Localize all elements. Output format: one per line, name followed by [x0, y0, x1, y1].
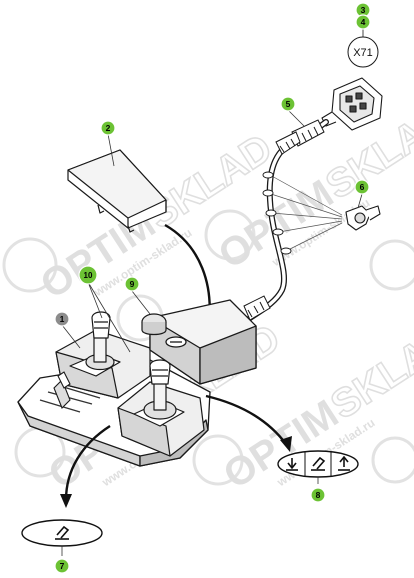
callout-badge [310, 487, 326, 503]
callout-badge [54, 558, 70, 574]
tilt-icon [311, 456, 326, 471]
callouts: 1 2 3 4 5 6 7 8 9 10 [54, 2, 371, 574]
watermark-brand-right: SKLAD [323, 316, 414, 428]
assembly-arrow [205, 394, 287, 445]
callout-number: 10 [84, 271, 93, 280]
callout-6: 6 [354, 179, 370, 195]
callout-7: 7 [54, 558, 70, 574]
callout-badge [78, 265, 98, 285]
right-joystick [143, 359, 177, 420]
callout-number: 4 [361, 17, 366, 27]
callout-badge [280, 96, 296, 112]
leader-lines [61, 109, 363, 556]
callout-number: 1 [60, 314, 65, 324]
clip-guide-lines [267, 174, 343, 252]
callout-badge [354, 179, 370, 195]
rotary-knob-part [141, 313, 167, 336]
assembly-arrow-head [280, 436, 292, 452]
callout-badge [124, 276, 140, 292]
cable-clip-part [345, 205, 381, 231]
callout-8: 8 [310, 487, 326, 503]
cover-plate-part [67, 149, 167, 233]
left-joystick [85, 311, 115, 371]
raise-arrow-icon [338, 455, 350, 471]
single-switch-part [21, 519, 103, 547]
tilt-icon [55, 525, 70, 540]
callout-number: 6 [360, 182, 365, 192]
connector-x71-part [321, 77, 383, 131]
connector-label: X71 [347, 28, 379, 68]
cable-grommet [243, 119, 325, 321]
callout-badge [355, 14, 371, 30]
side-lever [53, 371, 71, 409]
callout-number: 2 [106, 123, 111, 133]
clip-markers [262, 171, 292, 255]
callout-badge [100, 120, 116, 136]
callout-number: 7 [60, 561, 65, 571]
callout-5: 5 [280, 96, 296, 112]
callout-number: 5 [286, 99, 291, 109]
lower-arrow-icon [286, 458, 298, 471]
assembly-arrow [64, 424, 111, 501]
callout-badge [54, 311, 70, 327]
callout-number: 9 [130, 279, 135, 289]
callout-1: 1 [54, 311, 70, 327]
callout-9: 9 [124, 276, 140, 292]
assembly-arrow-head [60, 494, 72, 508]
callout-4: 4 [355, 14, 371, 30]
switch-panel-part [277, 450, 359, 478]
callout-10: 10 [78, 265, 98, 285]
connector-label-text: X71 [353, 47, 373, 59]
callout-2: 2 [100, 120, 116, 136]
callout-number: 8 [316, 490, 321, 500]
callout-number: 3 [361, 5, 366, 15]
control-box-part [149, 299, 257, 385]
